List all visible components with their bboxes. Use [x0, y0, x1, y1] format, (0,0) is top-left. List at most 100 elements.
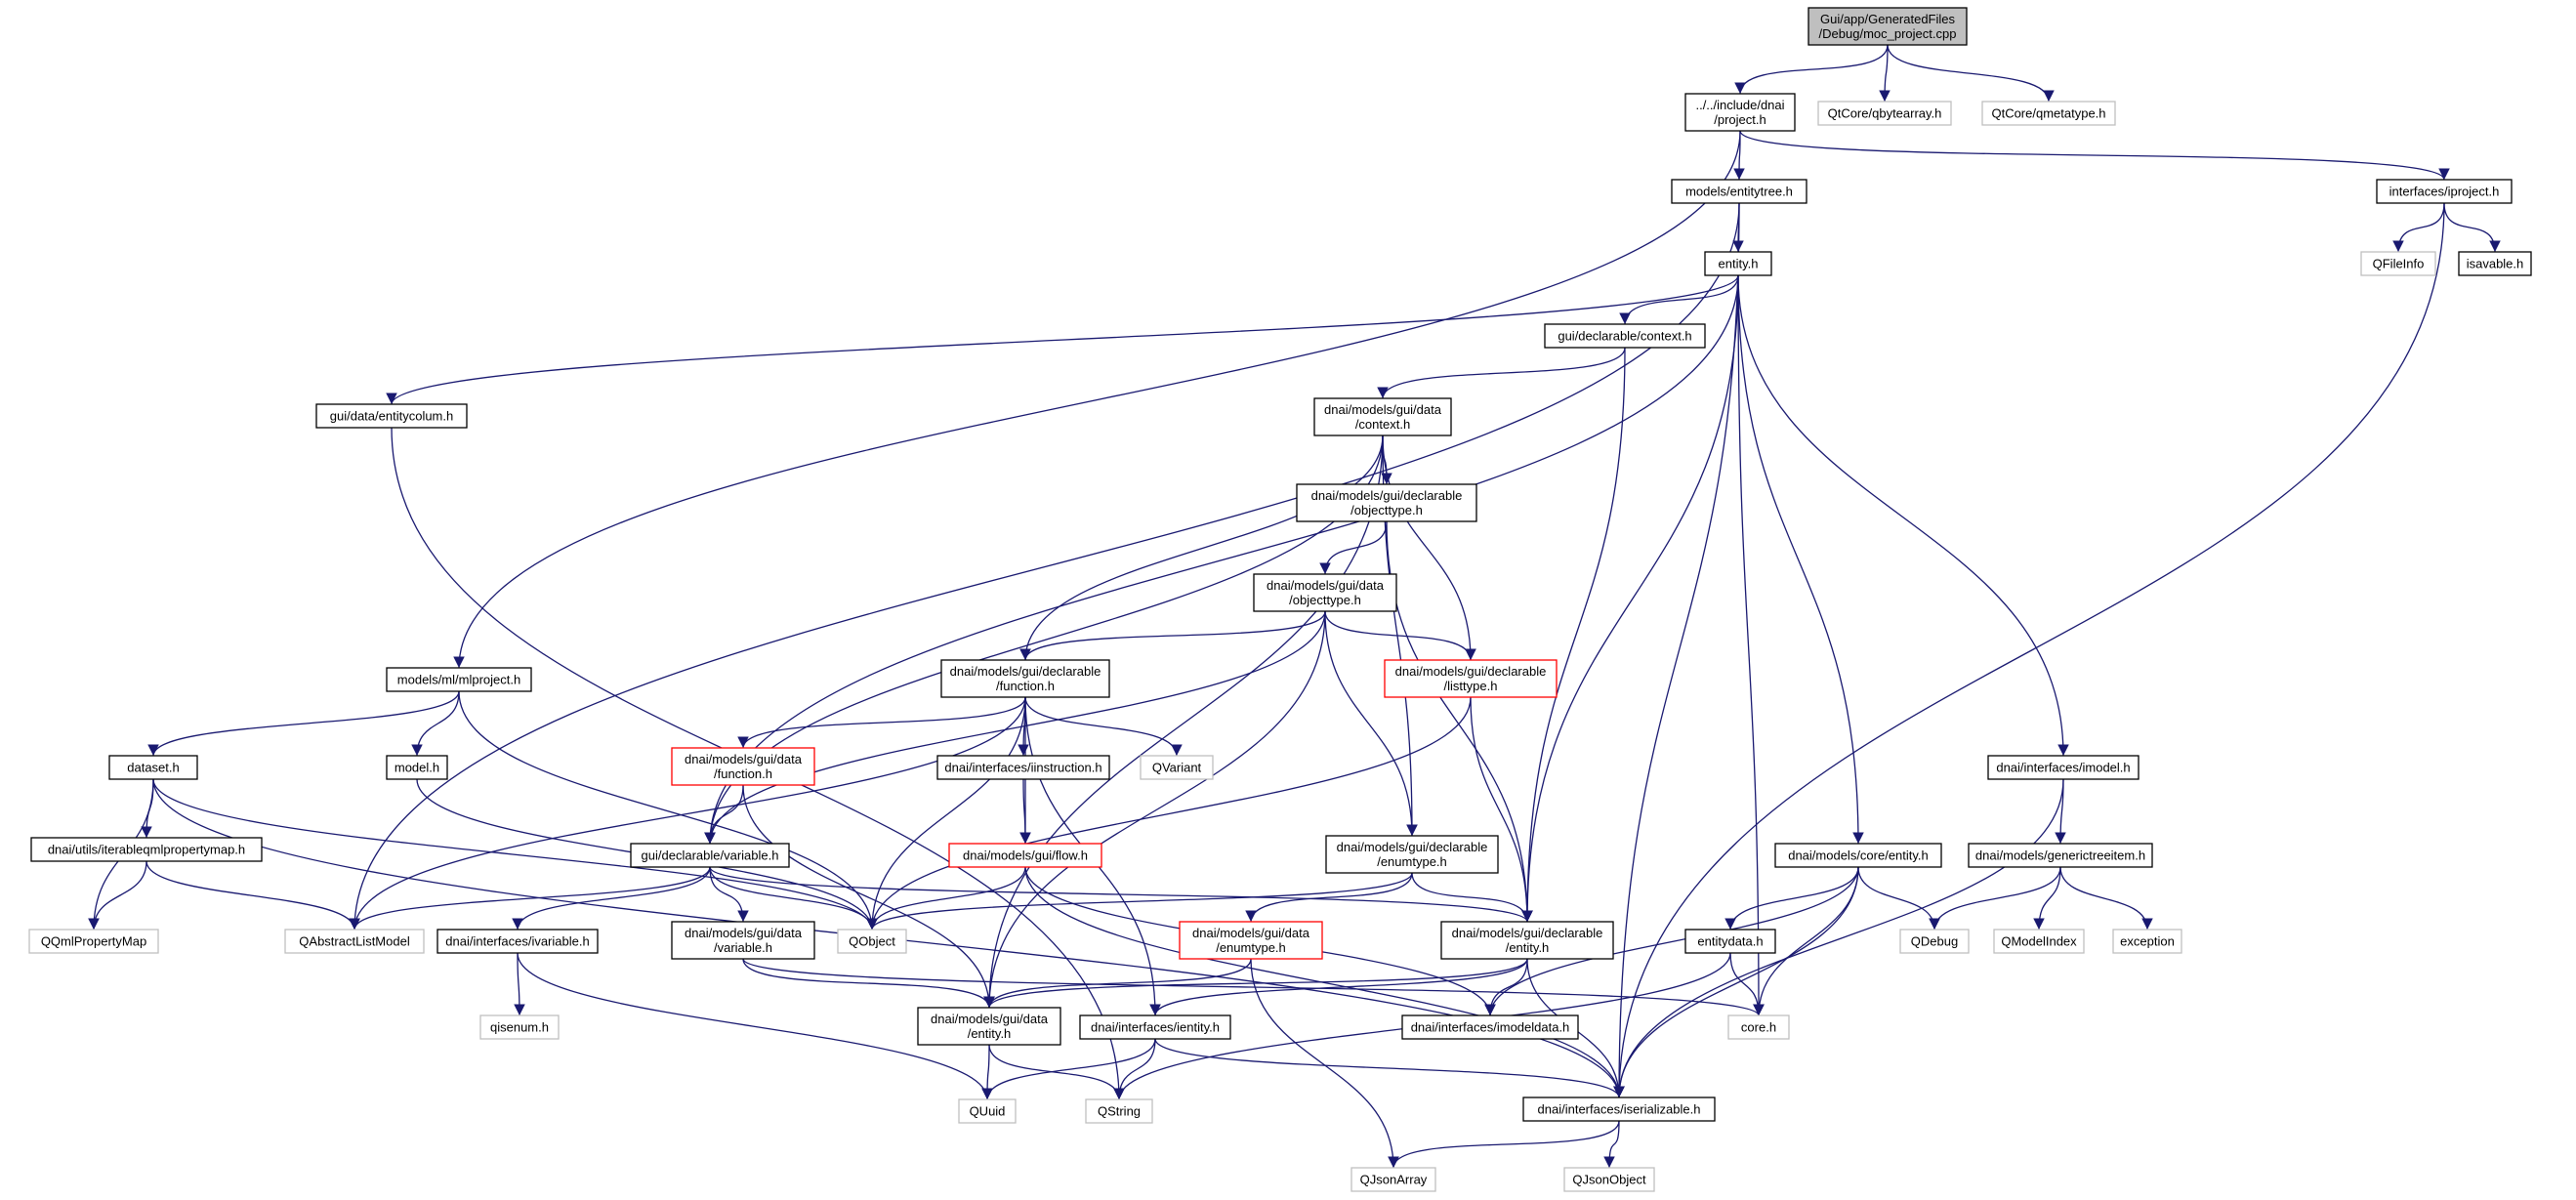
edge-decl_function-to-qabstractlistmodel — [349, 696, 1026, 931]
edge-data_entity-to-quuid — [981, 1044, 993, 1100]
edge-decl_variable-to-qobject — [709, 866, 878, 931]
node-box — [837, 929, 907, 954]
node-label: /enumtype.h — [1377, 854, 1447, 869]
node-label: exception — [2120, 934, 2175, 949]
edge-imodel-to-iserializable — [1613, 778, 2064, 1098]
node-label: /context.h — [1355, 417, 1410, 432]
node-qjsonarray: QJsonArray — [1350, 1167, 1436, 1192]
node-label: /entity.h — [968, 1026, 1012, 1041]
edge-entitytree-to-qabstractlistmodel — [349, 202, 1740, 931]
node-decl_variable[interactable]: gui/declarable/variable.h — [630, 843, 790, 868]
node-label: dnai/interfaces/imodel.h — [1996, 761, 2130, 775]
node-label: QVariant — [1152, 761, 1202, 775]
node-box — [436, 929, 599, 954]
node-box — [671, 747, 815, 786]
node-label: /enumtype.h — [1216, 940, 1286, 955]
node-generictreeitem[interactable]: dnai/models/generictreeitem.h — [1968, 843, 2153, 868]
node-flow_h[interactable]: dnai/models/gui/flow.h — [948, 843, 1102, 868]
node-box — [958, 1098, 1017, 1124]
node-box — [1981, 101, 2116, 126]
edge-decl_enumtype-to-data_enumtype — [1245, 872, 1413, 923]
node-decl_listtype[interactable]: dnai/models/gui/declarable/listtype.h — [1384, 659, 1558, 698]
node-box — [1384, 659, 1558, 698]
node-label: ../../include/dnai — [1695, 98, 1784, 112]
node-entitycolum[interactable]: gui/data/entitycolum.h — [315, 403, 468, 429]
node-data_entity[interactable]: dnai/models/gui/data/entity.h — [917, 1007, 1061, 1046]
node-imodel[interactable]: dnai/interfaces/imodel.h — [1987, 755, 2140, 780]
edge-core_entity-to-entitydata — [1724, 866, 1859, 931]
node-label: entitydata.h — [1697, 934, 1763, 949]
node-core_h: core.h — [1727, 1014, 1790, 1040]
node-box — [2360, 251, 2436, 276]
node-entity_h[interactable]: entity.h — [1704, 251, 1772, 276]
node-decl_entity[interactable]: dnai/models/gui/declarable/entity.h — [1440, 921, 1614, 960]
node-box — [2376, 179, 2513, 204]
node-label: dnai/models/gui/data — [1324, 402, 1442, 417]
node-box — [1140, 755, 1214, 780]
node-qstring: QString — [1085, 1098, 1153, 1124]
edge-data_context-to-decl_listtype — [1382, 434, 1476, 661]
node-data_variable[interactable]: dnai/models/gui/data/variable.h — [671, 921, 815, 960]
node-label: dnai/models/gui/data — [685, 926, 803, 940]
node-iserializable[interactable]: dnai/interfaces/iserializable.h — [1522, 1097, 1716, 1122]
edge-decl_function-to-qvariant — [1024, 696, 1183, 757]
node-qqmlpropertymap: QQmlPropertyMap — [28, 929, 159, 954]
node-model_h[interactable]: model.h — [386, 755, 448, 780]
edge-decl_enumtype-to-qobject — [866, 872, 1413, 931]
node-label: entity.h — [1719, 257, 1759, 271]
node-layer: Gui/app/GeneratedFiles/Debug/moc_project… — [28, 7, 2532, 1192]
node-box — [630, 843, 790, 868]
node-box — [1968, 843, 2153, 868]
node-box — [1671, 179, 1807, 204]
node-label: dnai/interfaces/iserializable.h — [1538, 1102, 1701, 1117]
node-decl_function[interactable]: dnai/models/gui/declarable/function.h — [940, 659, 1110, 698]
node-label: /objecttype.h — [1350, 503, 1423, 517]
node-label: dnai/interfaces/imodeldata.h — [1411, 1020, 1570, 1035]
node-label: models/entitytree.h — [1685, 185, 1793, 199]
edge-entity_h-to-imodel — [1737, 274, 2069, 757]
node-iterableqml[interactable]: dnai/utils/iterableqmlpropertymap.h — [30, 837, 263, 862]
node-data_function[interactable]: dnai/models/gui/data/function.h — [671, 747, 815, 786]
node-data_context[interactable]: dnai/models/gui/data/context.h — [1313, 397, 1452, 436]
node-iinstruction[interactable]: dnai/interfaces/iinstruction.h — [936, 755, 1110, 780]
node-decl_objecttype[interactable]: dnai/models/gui/declarable/objecttype.h — [1296, 483, 1477, 522]
node-qfileinfo: QFileInfo — [2360, 251, 2436, 276]
node-label: dnai/models/gui/declarable — [1452, 926, 1603, 940]
node-dataset[interactable]: dataset.h — [108, 755, 198, 780]
edge-data_objecttype-to-data_entity — [983, 610, 1326, 1009]
node-box — [1563, 1167, 1655, 1192]
node-project_h[interactable]: ../../include/dnai/project.h — [1684, 93, 1796, 132]
node-entitytree[interactable]: models/entitytree.h — [1671, 179, 1807, 204]
node-ientity[interactable]: dnai/interfaces/ientity.h — [1079, 1014, 1231, 1040]
node-imodeldata[interactable]: dnai/interfaces/imodeldata.h — [1401, 1014, 1579, 1040]
node-entitydata[interactable]: entitydata.h — [1684, 929, 1776, 954]
node-box — [1296, 483, 1477, 522]
node-core_entity[interactable]: dnai/models/core/entity.h — [1774, 843, 1942, 868]
node-label: QtCore/qbytearray.h — [1828, 106, 1942, 121]
node-isavable[interactable]: isavable.h — [2458, 251, 2532, 276]
node-box — [1993, 929, 2085, 954]
node-mlproject[interactable]: models/ml/mlproject.h — [386, 667, 532, 692]
node-box — [2458, 251, 2532, 276]
node-label: gui/data/entitycolum.h — [330, 409, 453, 424]
node-qabstractlistmodel: QAbstractListModel — [284, 929, 425, 954]
node-moc[interactable]: Gui/app/GeneratedFiles/Debug/moc_project… — [1807, 7, 1968, 46]
node-data_enumtype[interactable]: dnai/models/gui/data/enumtype.h — [1179, 921, 1323, 960]
node-box — [917, 1007, 1061, 1046]
node-label: dnai/models/gui/data — [685, 752, 803, 766]
node-ivariable[interactable]: dnai/interfaces/ivariable.h — [436, 929, 599, 954]
node-qbytearray: QtCore/qbytearray.h — [1817, 101, 1952, 126]
node-gui_context[interactable]: gui/declarable/context.h — [1544, 323, 1706, 349]
node-decl_enumtype[interactable]: dnai/models/gui/declarable/enumtype.h — [1325, 835, 1499, 874]
node-label: QtCore/qmetatype.h — [1991, 106, 2105, 121]
node-box — [1684, 929, 1776, 954]
node-data_objecttype[interactable]: dnai/models/gui/data/objecttype.h — [1253, 573, 1397, 612]
node-qmetatype: QtCore/qmetatype.h — [1981, 101, 2116, 126]
edge-decl_variable-to-ivariable — [512, 866, 711, 931]
node-label: QObject — [849, 934, 895, 949]
edge-data_context-to-decl_function — [1019, 434, 1384, 661]
node-label: gui/declarable/variable.h — [642, 848, 779, 863]
node-box — [1079, 1014, 1231, 1040]
node-iproject[interactable]: interfaces/iproject.h — [2376, 179, 2513, 204]
node-box — [936, 755, 1110, 780]
